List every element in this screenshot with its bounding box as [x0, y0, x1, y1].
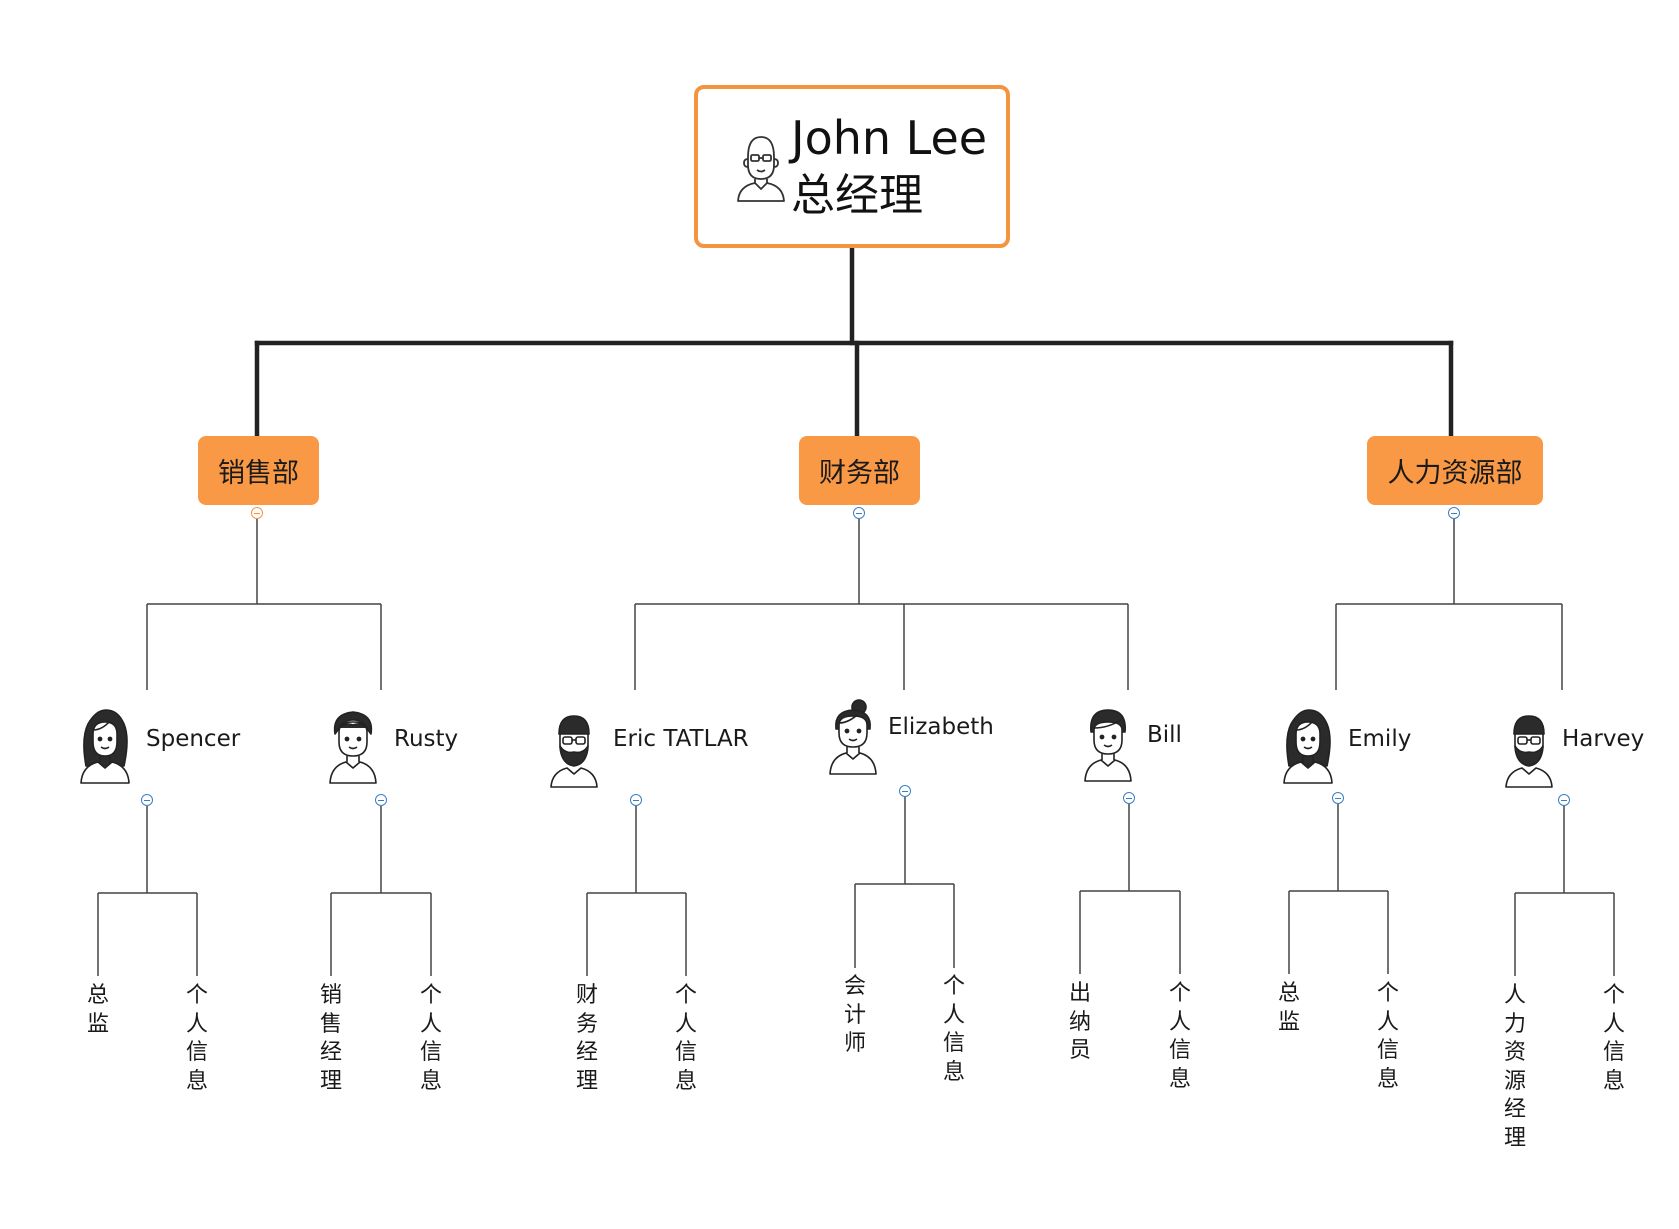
- collapse-toggle-icon[interactable]: [1332, 792, 1344, 804]
- collapse-toggle-icon[interactable]: [375, 794, 387, 806]
- bearded-man-glasses-avatar: [1505, 715, 1553, 788]
- person-node-spencer[interactable]: Spencer: [78, 708, 241, 784]
- collapse-toggle-icon[interactable]: [251, 507, 263, 519]
- collapse-toggle-icon[interactable]: [1123, 792, 1135, 804]
- dept-label: 销售部: [218, 458, 299, 489]
- person-name: Elizabeth: [888, 714, 994, 740]
- bearded-man-glasses-avatar: [550, 715, 598, 788]
- person-node-rusty[interactable]: Rusty: [326, 708, 486, 784]
- collapse-toggle-icon[interactable]: [1448, 507, 1460, 519]
- dept-node-hr[interactable]: 人力资源部: [1367, 436, 1543, 505]
- person-node-bill[interactable]: Bill: [1081, 706, 1201, 782]
- detail-node-info[interactable]: 个人信息: [942, 974, 965, 1085]
- dept-label: 财务部: [819, 458, 900, 489]
- root-node[interactable]: John Lee 总经理: [694, 85, 1010, 248]
- dept-node-finance[interactable]: 财务部: [799, 436, 920, 505]
- detail-node-info[interactable]: 个人信息: [674, 983, 697, 1094]
- woman-bun-hair-avatar: [829, 699, 877, 775]
- dept-label: 人力资源部: [1387, 458, 1523, 489]
- person-name: Harvey: [1562, 726, 1645, 752]
- person-node-harvey[interactable]: Harvey: [1502, 712, 1662, 788]
- woman-long-hair-avatar: [80, 709, 130, 784]
- dept-node-sales[interactable]: 销售部: [198, 436, 319, 505]
- detail-node-role[interactable]: 总监: [1277, 981, 1300, 1035]
- person-node-eric-tatlar[interactable]: Eric TATLAR: [547, 712, 767, 788]
- collapse-toggle-icon[interactable]: [899, 785, 911, 797]
- detail-node-role[interactable]: 人力资源经理: [1503, 983, 1526, 1151]
- collapse-toggle-icon[interactable]: [630, 794, 642, 806]
- collapse-toggle-icon[interactable]: [141, 794, 153, 806]
- detail-node-role[interactable]: 销售经理: [319, 983, 342, 1094]
- detail-node-info[interactable]: 个人信息: [419, 983, 442, 1094]
- person-name: Eric TATLAR: [613, 726, 749, 752]
- man-curly-hair-avatar: [329, 711, 377, 784]
- person-name: Spencer: [146, 726, 241, 752]
- root-name: John Lee: [791, 111, 988, 165]
- collapse-toggle-icon[interactable]: [853, 507, 865, 519]
- detail-node-role[interactable]: 财务经理: [575, 983, 598, 1094]
- woman-long-hair-avatar: [1283, 709, 1333, 784]
- person-node-emily[interactable]: Emily: [1281, 708, 1421, 784]
- person-node-elizabeth[interactable]: Elizabeth: [826, 699, 996, 775]
- detail-node-info[interactable]: 个人信息: [1376, 981, 1399, 1092]
- bald-man-glasses-avatar: [737, 136, 785, 202]
- person-name: Bill: [1147, 722, 1182, 748]
- detail-node-info[interactable]: 个人信息: [185, 983, 208, 1094]
- detail-node-role[interactable]: 出纳员: [1068, 981, 1091, 1063]
- detail-node-info[interactable]: 个人信息: [1602, 983, 1625, 1094]
- person-name: Rusty: [394, 726, 459, 752]
- root-title: 总经理: [791, 170, 923, 221]
- detail-node-role[interactable]: 总监: [86, 983, 109, 1037]
- man-short-hair-avatar: [1084, 709, 1132, 782]
- detail-node-info[interactable]: 个人信息: [1168, 981, 1191, 1092]
- detail-node-role[interactable]: 会计师: [843, 974, 866, 1056]
- person-name: Emily: [1348, 726, 1412, 752]
- collapse-toggle-icon[interactable]: [1558, 794, 1570, 806]
